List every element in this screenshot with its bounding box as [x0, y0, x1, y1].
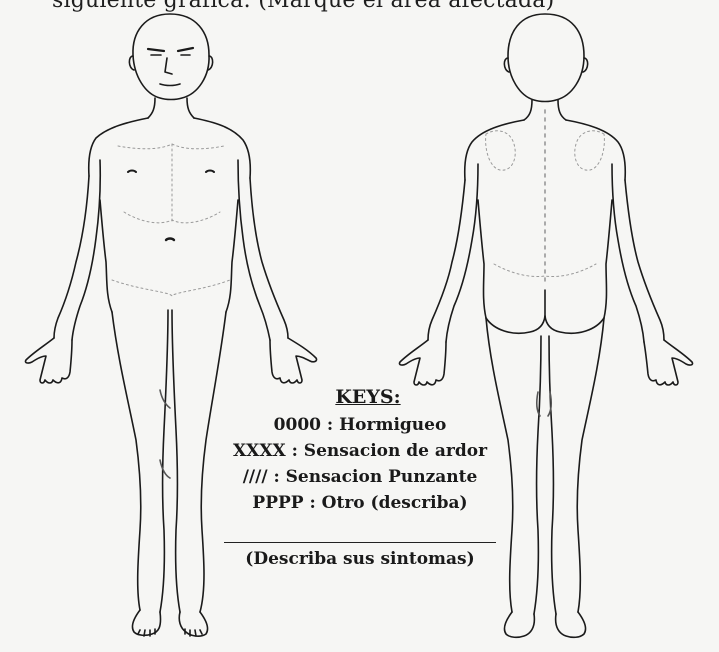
symptom-description-line[interactable]: [224, 542, 496, 543]
keys-title: KEYS:: [210, 386, 510, 408]
describe-symptoms-label: (Describa sus sintomas): [210, 549, 510, 569]
keys-legend: KEYS: 0000 : Hormigueo XXXX : Sensacion …: [210, 386, 510, 569]
key-burning: XXXX : Sensacion de ardor: [210, 438, 510, 464]
key-stabbing: //// : Sensacion Punzante: [210, 464, 510, 490]
back-head: [508, 14, 584, 102]
front-head: [133, 14, 209, 100]
key-tingling: 0000 : Hormigueo: [210, 412, 510, 438]
key-other: PPPP : Otro (describa): [210, 490, 510, 516]
